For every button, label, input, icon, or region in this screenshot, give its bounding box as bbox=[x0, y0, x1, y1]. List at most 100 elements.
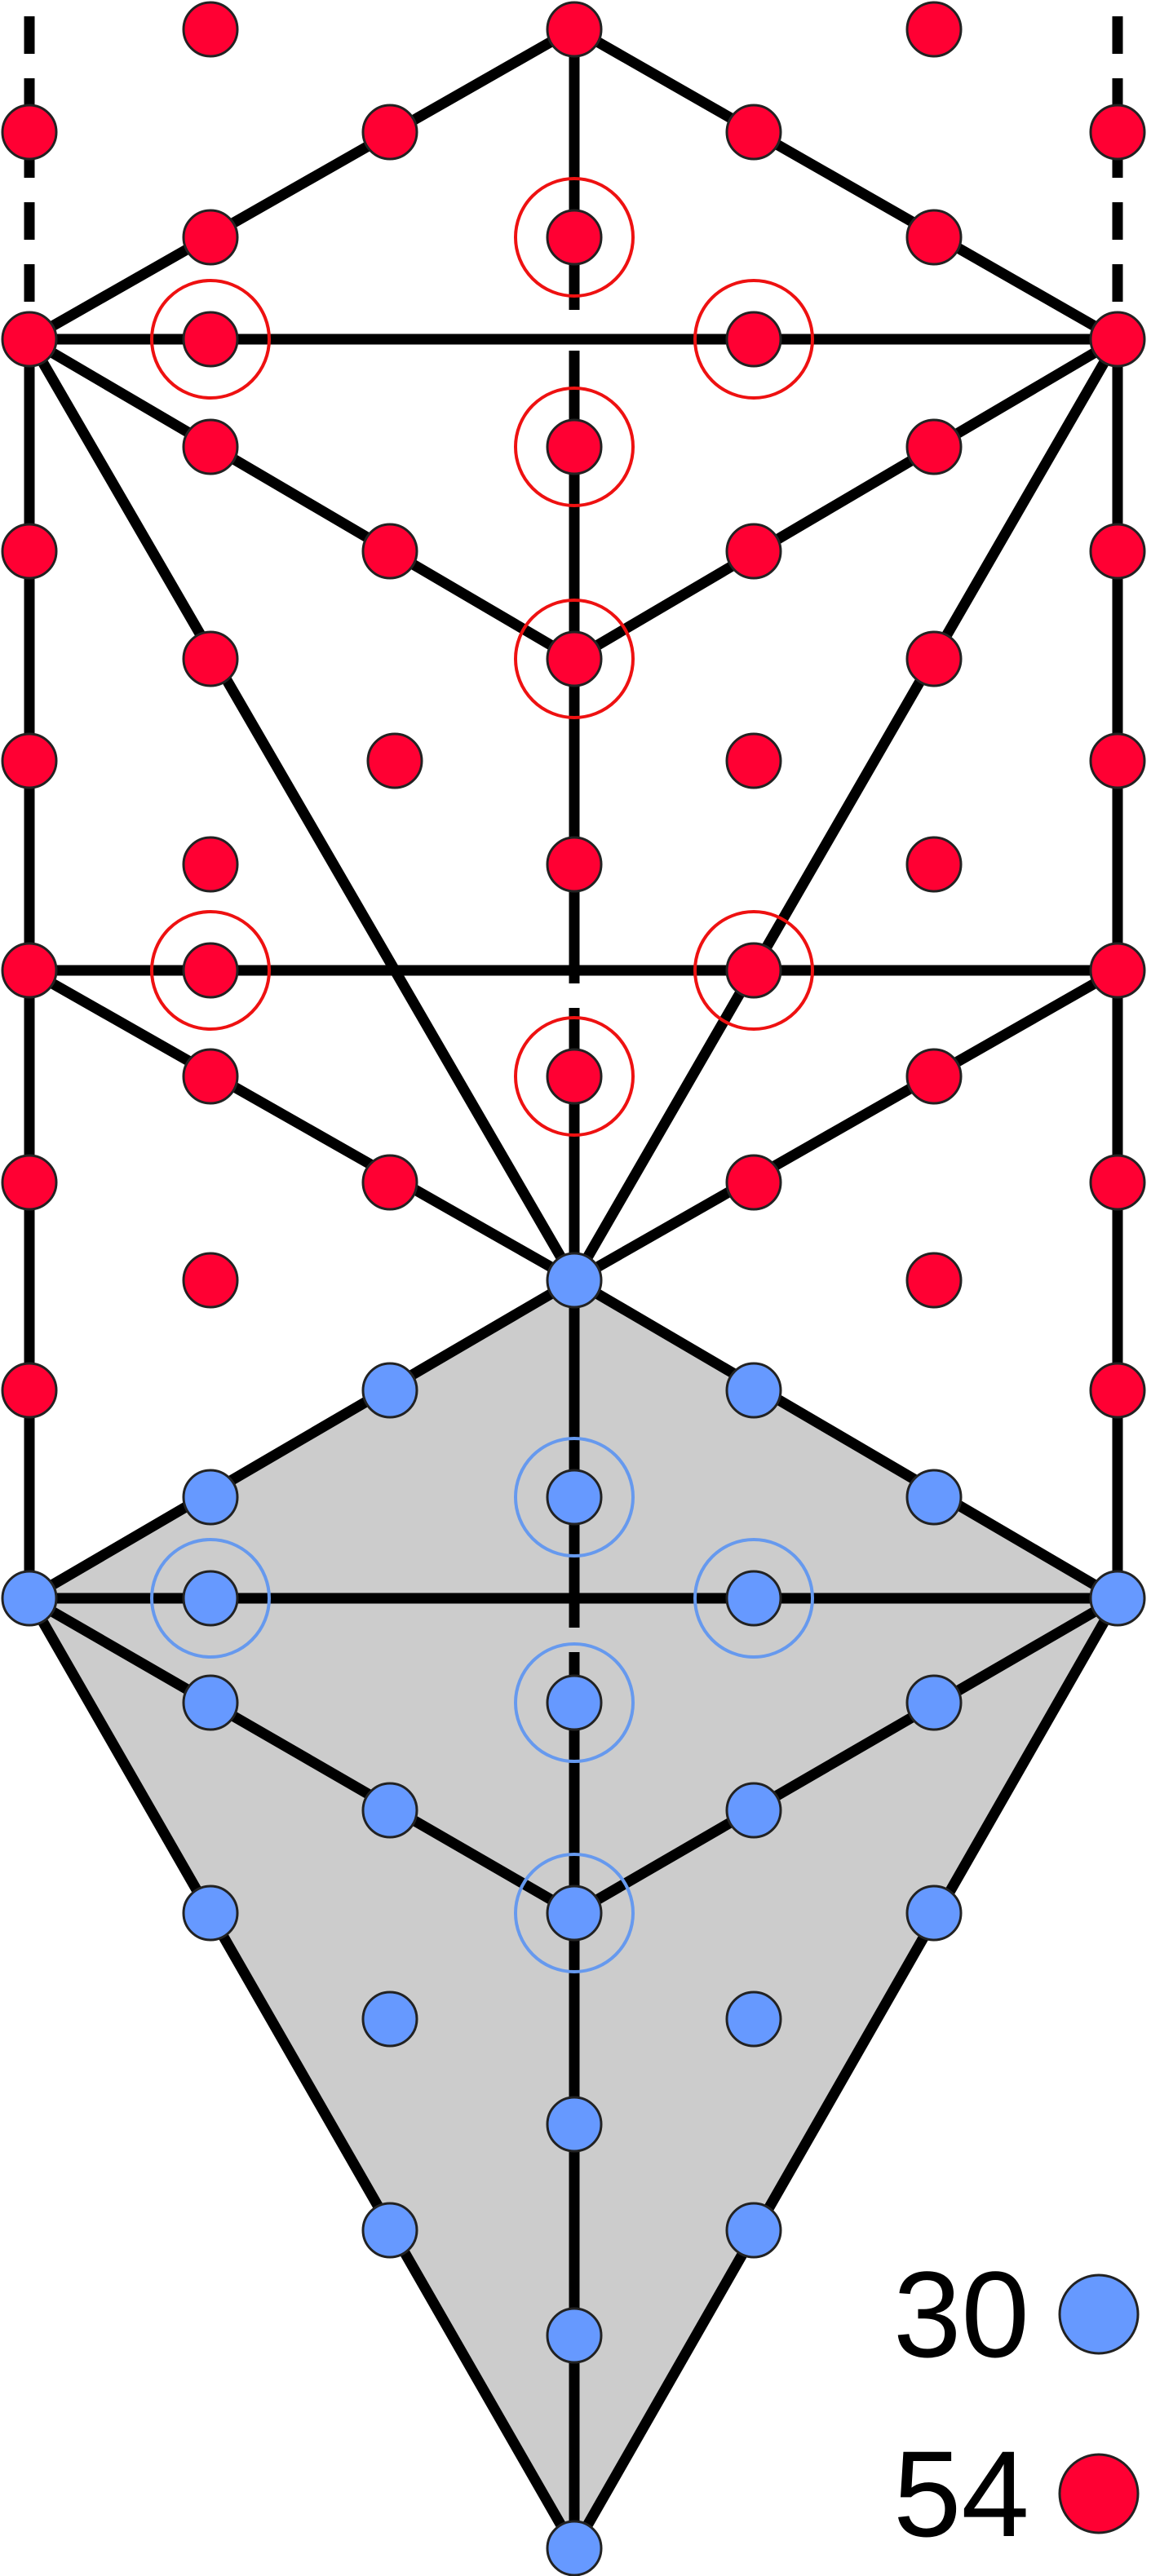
legend-blue-dot bbox=[1058, 2273, 1140, 2355]
red-point bbox=[361, 1154, 418, 1211]
blue-point bbox=[1, 1570, 58, 1627]
legend-count-red: 54 bbox=[893, 2425, 1029, 2562]
blue-point bbox=[725, 2202, 782, 2259]
red-point bbox=[1089, 523, 1146, 580]
blue-point bbox=[1089, 1570, 1146, 1627]
red-point bbox=[905, 418, 963, 475]
blue-ring bbox=[514, 1642, 635, 1763]
edge-line bbox=[569, 1595, 1122, 2552]
red-point bbox=[1089, 311, 1146, 368]
edge-line bbox=[26, 1275, 578, 1603]
red-point bbox=[546, 209, 603, 266]
blue-point bbox=[361, 1991, 418, 2048]
blue-point bbox=[361, 2202, 418, 2259]
red-point bbox=[905, 1048, 963, 1105]
blue-point bbox=[546, 1252, 603, 1309]
red-point bbox=[182, 630, 239, 687]
blue-point bbox=[905, 1885, 963, 1942]
red-point bbox=[1, 1362, 58, 1419]
red-point bbox=[546, 418, 603, 475]
blue-point bbox=[905, 1469, 963, 1526]
blue-point bbox=[182, 1469, 239, 1526]
legend-entry-blue: 30 bbox=[893, 2246, 1140, 2383]
edge-line bbox=[26, 24, 578, 344]
red-point bbox=[905, 630, 963, 687]
edge-line bbox=[26, 965, 578, 1285]
red-point bbox=[905, 1252, 963, 1309]
red-point bbox=[546, 1, 603, 58]
red-point bbox=[725, 1154, 782, 1211]
edge-line bbox=[24, 1595, 579, 2552]
red-point bbox=[725, 523, 782, 580]
edge-line bbox=[569, 336, 1122, 1284]
blue-point bbox=[725, 1991, 782, 2048]
blue-point bbox=[546, 2096, 603, 2153]
red-ring bbox=[514, 599, 635, 719]
red-point bbox=[1089, 1154, 1146, 1211]
blue-ring bbox=[693, 1538, 814, 1659]
red-point bbox=[182, 1, 239, 58]
red-point bbox=[905, 836, 963, 893]
red-point bbox=[182, 942, 239, 999]
legend-red-dot bbox=[1058, 2453, 1140, 2534]
red-point bbox=[182, 1048, 239, 1105]
legend: 30 54 bbox=[893, 2246, 1140, 2562]
red-point bbox=[1089, 1362, 1146, 1419]
red-point bbox=[1, 1154, 58, 1211]
red-point bbox=[725, 104, 782, 161]
red-point bbox=[1089, 732, 1146, 789]
red-point bbox=[182, 311, 239, 368]
blue-ring bbox=[150, 1538, 271, 1659]
edge-line bbox=[26, 1593, 578, 1918]
edge-line bbox=[571, 965, 1121, 1285]
blue-ring bbox=[514, 1853, 635, 1973]
red-point bbox=[1, 732, 58, 789]
red-point bbox=[905, 1, 963, 58]
red-ring bbox=[693, 910, 814, 1031]
edge-line bbox=[571, 24, 1121, 344]
blue-point bbox=[182, 1674, 239, 1731]
blue-point bbox=[361, 1782, 418, 1839]
red-point bbox=[1, 311, 58, 368]
red-ring bbox=[150, 910, 271, 1031]
blue-point bbox=[182, 1570, 239, 1627]
red-point bbox=[361, 523, 418, 580]
blue-point bbox=[361, 1362, 418, 1419]
red-ring bbox=[693, 279, 814, 400]
edge-line bbox=[571, 334, 1121, 664]
red-point bbox=[182, 1252, 239, 1309]
blue-point bbox=[546, 1674, 603, 1731]
red-point bbox=[546, 1048, 603, 1105]
red-ring bbox=[514, 177, 635, 298]
red-point bbox=[366, 732, 423, 789]
red-point bbox=[182, 418, 239, 475]
blue-point bbox=[182, 1885, 239, 1942]
red-point bbox=[725, 732, 782, 789]
blue-point bbox=[725, 1362, 782, 1419]
blue-point bbox=[546, 2520, 603, 2576]
blue-point bbox=[905, 1674, 963, 1731]
highlight-rings bbox=[150, 177, 814, 1973]
red-point bbox=[1, 523, 58, 580]
red-point bbox=[725, 942, 782, 999]
red-point bbox=[546, 630, 603, 687]
blue-point bbox=[725, 1782, 782, 1839]
red-point bbox=[1089, 104, 1146, 161]
red-point bbox=[1, 942, 58, 999]
blue-point bbox=[725, 1570, 782, 1627]
red-ring bbox=[514, 387, 635, 507]
legend-entry-red: 54 bbox=[893, 2425, 1140, 2562]
edge-line bbox=[26, 334, 578, 664]
red-point bbox=[182, 209, 239, 266]
red-point bbox=[905, 209, 963, 266]
edge-line bbox=[571, 1593, 1121, 1918]
edge-line bbox=[571, 1275, 1121, 1603]
red-point bbox=[1, 104, 58, 161]
edge-line bbox=[24, 336, 579, 1284]
blue-point bbox=[546, 1885, 603, 1942]
red-point bbox=[361, 104, 418, 161]
blue-point bbox=[546, 2307, 603, 2364]
red-point bbox=[1089, 942, 1146, 999]
